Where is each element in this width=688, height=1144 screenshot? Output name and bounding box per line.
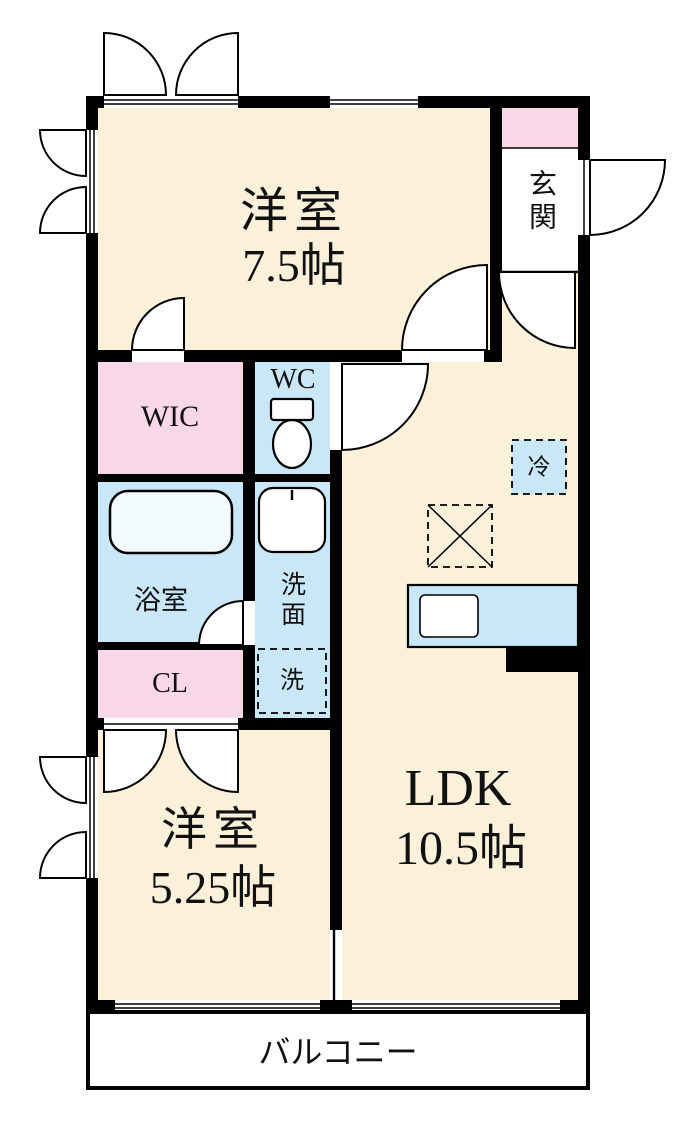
room-label-ldk: LDK <box>404 760 512 817</box>
room-size-western2: 5.25帖 <box>149 862 277 913</box>
door-swings <box>38 31 667 879</box>
wall-left-segment <box>86 233 98 757</box>
room-label-bath: 浴室 <box>134 585 188 616</box>
balcony-outline <box>86 1010 590 1090</box>
door-arc-closet-left <box>103 729 168 794</box>
wall-bottom-segment <box>320 1000 352 1012</box>
wall-top-segment <box>238 96 330 108</box>
wall-closet-south-segment <box>238 718 342 730</box>
washer-space-box <box>257 648 327 714</box>
room-label-balcony: バルコニー <box>258 1034 418 1070</box>
wall-wic-bath <box>98 474 342 482</box>
wall-western1-south-segment <box>184 350 402 362</box>
door-arc-closet-right <box>174 729 239 794</box>
wall-closet-south-segment <box>98 718 104 730</box>
toilet-tank <box>269 397 315 422</box>
wall-western1-south-segment <box>484 350 502 362</box>
room-fills <box>98 108 578 1000</box>
wall-right-segment <box>578 235 590 1012</box>
room-label-wc: WC <box>270 364 316 395</box>
floor-wic <box>98 362 243 474</box>
wall-right-segment <box>578 96 590 160</box>
wall-entrance-side <box>490 108 502 362</box>
room-label-western1: 洋室 <box>239 185 349 238</box>
room-size-ldk: 10.5帖 <box>394 822 528 875</box>
door-arc-hall <box>497 271 576 350</box>
room-label-washroom: 洗面 <box>277 571 305 631</box>
door-arc-western1 <box>400 263 488 351</box>
bath-door-opening <box>243 601 255 645</box>
window-lines <box>89 99 585 1009</box>
window-sash-left2-bottom <box>38 830 87 879</box>
bathtub <box>108 489 234 555</box>
door-arc-top-pair-left <box>103 31 168 96</box>
floor-entrance-cabinet <box>502 108 578 148</box>
wall-bath-closet <box>98 642 243 650</box>
room-label-entrance: 玄関 <box>525 169 556 235</box>
door-arc-entrance <box>589 159 667 237</box>
kitchen-end-block <box>506 647 578 672</box>
label-fridge: 冷 <box>527 454 551 480</box>
storage-cross-line-2 <box>427 504 493 568</box>
room-label-closet: CL <box>152 668 188 699</box>
door-arc-top-pair-right <box>174 31 239 96</box>
fridge-space-box <box>511 439 567 495</box>
window-sash-left1-bottom <box>38 185 87 234</box>
door-arc-wic <box>130 296 185 351</box>
storage-space-box <box>427 504 493 568</box>
wall-western1-south-segment <box>98 350 132 362</box>
fixtures <box>108 397 580 714</box>
kitchen-sink <box>419 594 479 638</box>
wall-left-segment <box>86 878 98 1012</box>
door-arc-wc <box>341 363 430 452</box>
washbasin <box>257 486 327 554</box>
wall-top-segment <box>418 96 590 108</box>
wall-mid-ldk <box>330 450 342 930</box>
window-sash-left2-top <box>38 756 87 805</box>
door-arc-bath <box>197 599 244 646</box>
room-label-wic: WIC <box>140 400 200 433</box>
room-label-laundry: 洗 <box>280 668 304 694</box>
window-sash-left1-top <box>38 129 87 178</box>
floor-closet <box>98 650 243 718</box>
room-size-western1: 7.5帖 <box>242 240 346 291</box>
room-label-western2: 洋室 <box>161 804 265 855</box>
toilet-bowl <box>271 418 313 470</box>
wall-left-segment <box>86 96 98 130</box>
walls <box>86 96 590 1012</box>
wall-wic-wc <box>243 362 255 718</box>
